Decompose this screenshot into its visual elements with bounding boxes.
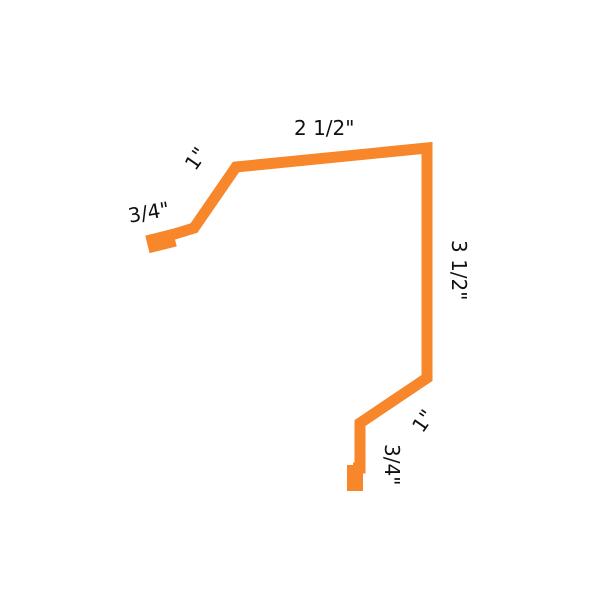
- dim-bottom-hem: 3/4": [380, 444, 404, 485]
- dim-top-hem: 3/4": [126, 197, 171, 228]
- bottom-hem-end: [347, 465, 363, 491]
- trim-profile-shape: [145, 141, 433, 491]
- profile-outline: [153, 141, 433, 474]
- dim-top-span: 2 1/2": [294, 116, 354, 140]
- top-hem-end: [145, 228, 177, 254]
- dim-bottom-angle: 1": [407, 405, 439, 437]
- dim-top-angle: 1": [180, 143, 212, 175]
- dim-vertical-face: 3 1/2": [447, 240, 471, 300]
